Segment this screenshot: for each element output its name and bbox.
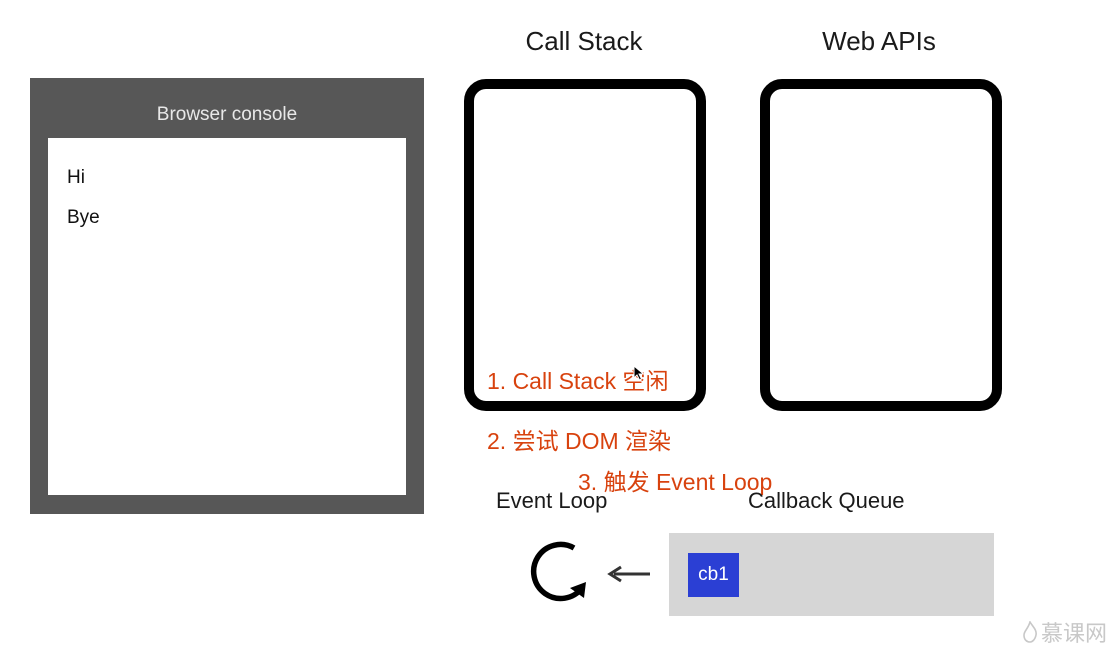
step-2-label: 2. 尝试 DOM 渲染 [487, 428, 672, 454]
flame-logo-icon [1023, 621, 1037, 643]
mouse-cursor-icon [633, 365, 645, 381]
callback-queue: cb1 [669, 533, 994, 616]
event-loop-label: Event Loop [496, 488, 608, 513]
web-apis-heading: Web APIs [822, 26, 936, 56]
web-apis-box [760, 79, 1002, 411]
callback-item: cb1 [688, 553, 739, 597]
refresh-loop-icon [530, 541, 586, 602]
console-line: Bye [67, 207, 100, 228]
console-output: Hi Bye [48, 138, 406, 495]
left-arrow-icon [607, 565, 650, 583]
console-line: Hi [67, 167, 85, 188]
step-3-label: 3. 触发 Event Loop [578, 469, 773, 495]
console-title: Browser console [156, 104, 298, 125]
watermark: 慕课网 [1022, 616, 1107, 648]
callback-queue-label: Callback Queue [748, 488, 905, 513]
call-stack-heading: Call Stack [525, 26, 643, 56]
watermark-text: 慕课网 [1041, 621, 1108, 646]
browser-console-panel: Browser console Hi Bye [30, 78, 424, 514]
call-stack-box [464, 79, 706, 411]
